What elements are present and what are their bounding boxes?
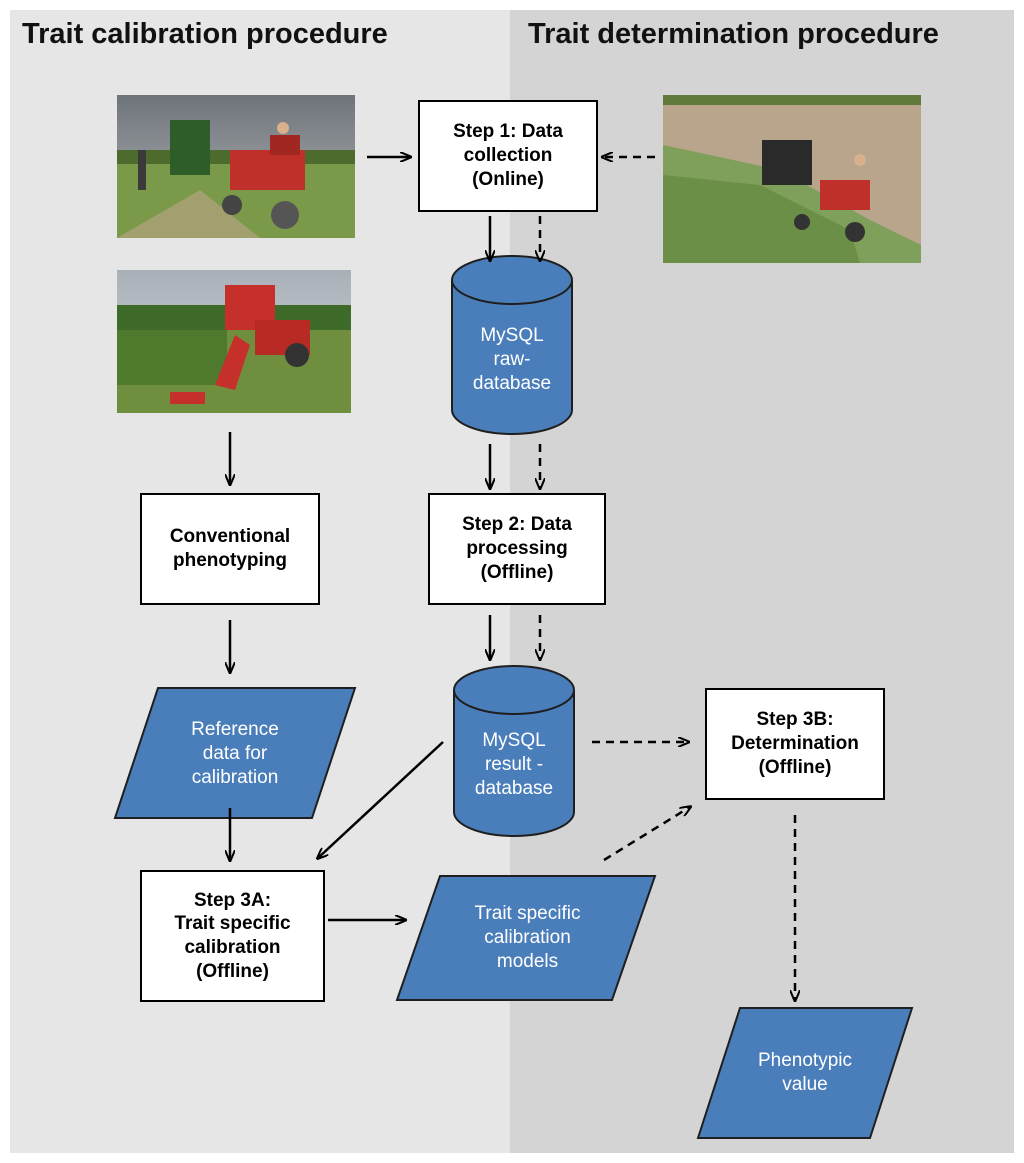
reference-data-label: Reference data for calibration (191, 719, 279, 788)
result-database-label: MySQL result - database (474, 730, 554, 799)
calibration-models-shape (395, 875, 657, 1001)
arrow-resultdb-to-step3a (318, 741, 444, 858)
photo-tractor-calibration (117, 95, 355, 238)
solid-arrows (230, 157, 490, 920)
determination-header: Trait determination procedure (528, 18, 939, 50)
phenotypic-value-label: Phenotypic value (757, 1050, 852, 1095)
result-database-shape (453, 665, 575, 837)
conventional-phenotyping-box: Conventional phenotyping (140, 493, 320, 605)
raw-database-label: MySQL raw- database (472, 325, 552, 394)
step1-box: Step 1: Data collection (Online) (418, 100, 598, 212)
photo-tractor-determination (663, 95, 921, 263)
step2-box: Step 2: Data processing (Offline) (428, 493, 606, 605)
arrow-models-to-step3b (603, 807, 690, 862)
step3b-box: Step 3B: Determination (Offline) (705, 688, 885, 800)
step3b-label: Step 3B: Determination (Offline) (731, 709, 859, 778)
phenotypic-value-shape (696, 1007, 914, 1139)
step3a-box: Step 3A: Trait specific calibration (Off… (140, 870, 325, 1002)
reference-data-shape (113, 687, 357, 819)
step2-label: Step 2: Data processing (Offline) (462, 514, 572, 583)
raw-database-shape (451, 255, 573, 435)
calibration-models-label: Trait specific calibration models (474, 903, 581, 972)
step1-label: Step 1: Data collection (Online) (453, 121, 563, 190)
conventional-phenotyping-label: Conventional phenotyping (169, 526, 291, 571)
calibration-header: Trait calibration procedure (22, 18, 388, 50)
dashed-arrows (540, 157, 795, 1000)
photo-harvester (117, 270, 351, 413)
step3a-label: Step 3A: Trait specific calibration (Off… (174, 889, 291, 982)
